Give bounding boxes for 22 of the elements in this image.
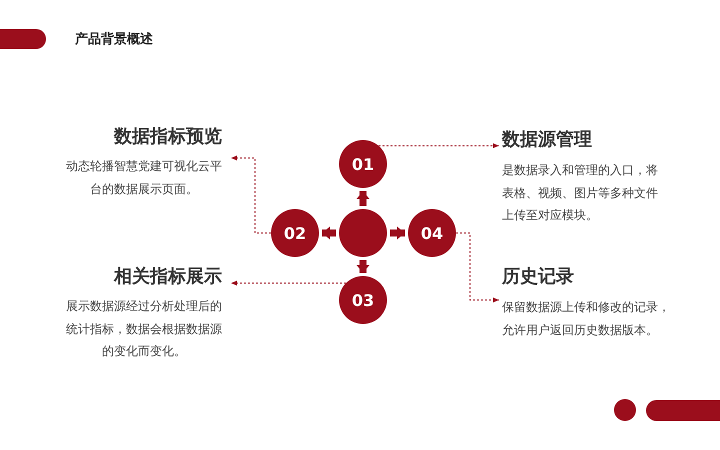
description-text: 展示数据源经过分析处理后的统计指标，数据会根据数据源的变化而变化。 bbox=[65, 298, 223, 360]
description-text: 是数据录入和管理的入口，将表格、视频、图片等多种文件上传至对应模块。 bbox=[502, 162, 659, 224]
numbered-circle: 01 bbox=[339, 140, 387, 188]
description-text: 动态轮播智慧党建可视化云平台的数据展示页面。 bbox=[65, 158, 223, 198]
slide-title: 产品背景概述 bbox=[75, 30, 153, 48]
section-heading: 数据指标预览 bbox=[112, 125, 223, 148]
section-heading: 相关指标展示 bbox=[112, 265, 223, 288]
block-arrow bbox=[390, 226, 405, 240]
description-text: 保留数据源上传和修改的记录，允许用户返回历史数据版本。 bbox=[502, 299, 671, 338]
numbered-circle: 02 bbox=[271, 209, 319, 257]
numbered-circle: 04 bbox=[408, 209, 456, 257]
dashed-arrow bbox=[456, 232, 500, 302]
section-heading: 数据源管理 bbox=[502, 128, 593, 151]
block-arrow bbox=[322, 226, 336, 240]
dashed-arrow bbox=[230, 156, 272, 234]
dashed-arrow bbox=[230, 280, 346, 286]
dashed-arrow bbox=[378, 143, 500, 148]
section-heading: 历史记录 bbox=[502, 265, 575, 288]
block-arrow bbox=[356, 191, 370, 206]
numbered-circle: 03 bbox=[339, 276, 387, 324]
circle-shape bbox=[339, 209, 387, 257]
block-arrow bbox=[356, 260, 370, 273]
